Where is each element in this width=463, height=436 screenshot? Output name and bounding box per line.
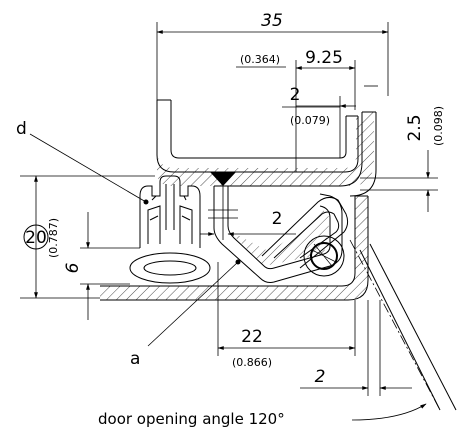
- dim-22-label: 22: [241, 327, 263, 347]
- lower-profile: [100, 195, 369, 301]
- dim-height-20: 20 (0.787): [20, 175, 155, 299]
- callout-a: a: [130, 259, 241, 369]
- seal-profile: [129, 175, 211, 284]
- clip-marker: [210, 172, 236, 186]
- dim-bottom-2-label: 2: [315, 367, 326, 387]
- caption-text: door opening angle 120°: [98, 410, 285, 428]
- dim-2-5-inch: (0.098): [432, 106, 445, 146]
- dim-9-25-inch: (0.364): [240, 53, 280, 66]
- door-panel: [349, 239, 457, 411]
- opening-angle-caption: door opening angle 120°: [98, 403, 427, 428]
- hinge-pin: [303, 235, 345, 277]
- dim-20-label: 20: [25, 228, 47, 248]
- dim-wall-2: 2 (0.079): [282, 85, 356, 158]
- dim-inner-2-label: 2: [272, 209, 283, 229]
- dim-offset-2-5: 2.5 (0.098): [360, 85, 445, 212]
- dim-20-inch: (0.787): [47, 218, 60, 258]
- dim-depth-22: 22 (0.866): [217, 262, 356, 369]
- callout-d: d: [16, 119, 149, 205]
- dim-seal-6: 6: [63, 212, 140, 320]
- center-marks: [208, 186, 238, 240]
- dim-9-25: 9.25 (0.364): [236, 48, 356, 172]
- dim-bottom-2: 2: [300, 300, 412, 396]
- dim-6-label: 6: [63, 262, 83, 273]
- dim-wall-2-inch: (0.079): [290, 114, 330, 127]
- dim-35-label: 35: [261, 11, 283, 31]
- callout-d-label: d: [16, 119, 27, 139]
- dim-2-5-label: 2.5: [405, 114, 425, 141]
- callout-a-label: a: [130, 349, 140, 369]
- dim-22-inch: (0.866): [232, 356, 272, 369]
- dim-9-25-label: 9.25: [305, 48, 343, 68]
- dim-overall-width: 35: [156, 11, 389, 100]
- upper-profile: [156, 99, 377, 197]
- dim-inner-2: 2: [200, 209, 296, 236]
- dim-wall-2-label: 2: [290, 85, 301, 105]
